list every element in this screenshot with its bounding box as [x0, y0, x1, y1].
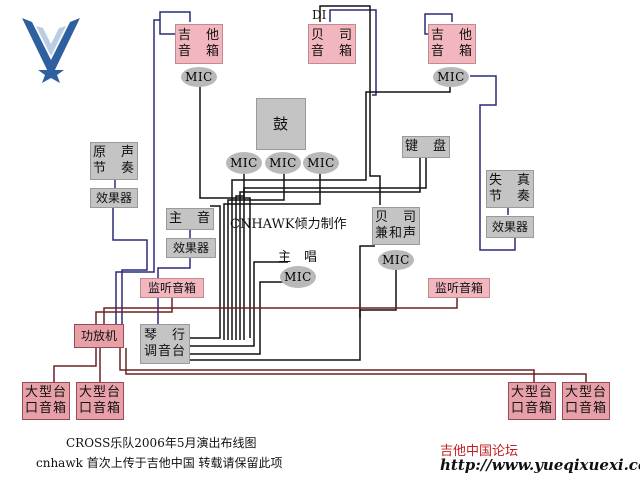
- pa-speaker-3: 大型台 口音箱: [508, 382, 556, 420]
- diagram-title: CROSS乐队2006年5月演出布线图: [66, 436, 257, 450]
- mic-drum-2: MIC: [265, 152, 301, 174]
- cable-bundle-b: [190, 261, 288, 347]
- mic-lead-vocal: MIC: [280, 266, 316, 288]
- distortion-rhythm-guitar: 失 真 节 奏: [486, 170, 534, 208]
- mic-drum-1: MIC: [226, 152, 262, 174]
- credit-label: CNHAWK倾力制作: [230, 217, 347, 232]
- effects-pedal-right: 效果器: [486, 216, 534, 238]
- upload-credit: cnhawk 首次上传于吉他中国 转载请保留此项: [36, 456, 283, 470]
- pa-speaker-4: 大型台 口音箱: [562, 382, 610, 420]
- cable-bass-vocal: [359, 268, 397, 318]
- cable-drum-mic-3: [223, 172, 321, 340]
- cable-bundle-a: [190, 205, 221, 339]
- cable-acoustic-fx: [112, 208, 148, 340]
- acoustic-rhythm-guitar: 原 声 节 奏: [90, 142, 138, 180]
- pa-speaker-2: 大型台 口音箱: [76, 382, 124, 420]
- cable-guitar-right-run: [231, 87, 451, 340]
- forum-url[interactable]: http://www.yueqixuexi.com: [440, 456, 640, 474]
- pa-speaker-1: 大型台 口音箱: [22, 382, 70, 420]
- lead-guitar: 主 音: [166, 208, 214, 230]
- mixing-console: 琴 行 调音台: [140, 324, 190, 364]
- cable-keyboard-2: [239, 157, 421, 340]
- mic-guitar-left: MIC: [181, 67, 217, 87]
- cable-pa-right: [119, 348, 535, 382]
- monitor-speaker-right: 监听音箱: [428, 278, 490, 298]
- cable-drum-mic-1: [235, 172, 245, 340]
- effects-pedal-left: 效果器: [90, 188, 138, 208]
- cable-pa-right-2: [125, 348, 587, 382]
- wing-emblem-logo: [22, 18, 80, 83]
- drums: 鼓: [256, 98, 306, 150]
- monitor-speaker-left: 监听音箱: [140, 278, 204, 298]
- cable-guitar-left: [159, 11, 191, 35]
- di-label: DI: [312, 8, 327, 22]
- forum-name: 吉他中国论坛: [440, 444, 519, 459]
- bass-amp: 贝 司 音 箱: [308, 24, 356, 64]
- guitar-amp-left: 吉 他 音 箱: [175, 24, 223, 64]
- bass-backing-vocal: 贝 司 兼和声: [372, 207, 420, 245]
- cable-monitor-left: [95, 298, 173, 324]
- cable-mic-guitar-left: [199, 87, 251, 338]
- power-amplifier: 功放机: [74, 324, 124, 348]
- guitar-amp-right: 吉 他 音 箱: [428, 24, 476, 64]
- cable-distortion: [470, 75, 516, 251]
- cable-keyboard: [243, 157, 427, 340]
- cable-pa-left: [53, 348, 97, 382]
- cable-bundle-d: [190, 245, 375, 361]
- effects-pedal-mid: 效果器: [166, 238, 216, 258]
- keyboard: 键 盘: [402, 136, 450, 158]
- mic-guitar-right: MIC: [433, 67, 469, 87]
- cable-guitar-left-main: [115, 19, 160, 336]
- mic-bass-vocal: MIC: [378, 250, 414, 270]
- lead-vocal-label: 主 唱: [278, 250, 318, 265]
- cable-bass-di-down: [319, 5, 381, 205]
- cable-bass-di: [329, 9, 377, 96]
- cable-bundle-c: [190, 281, 285, 355]
- cable-monitor-right: [103, 298, 458, 324]
- cable-drum-mic-2: [227, 172, 285, 340]
- mic-drum-3: MIC: [303, 152, 339, 174]
